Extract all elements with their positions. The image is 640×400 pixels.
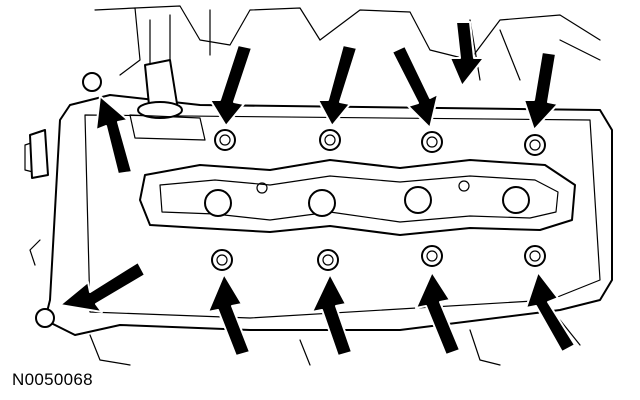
bolt [421, 245, 443, 267]
upper-bolts [82, 72, 546, 156]
arrow [415, 271, 461, 356]
bolt-arrows [59, 21, 576, 357]
bolt [319, 129, 341, 151]
arrow [449, 21, 485, 87]
spark-plug-holes [204, 180, 530, 217]
bolt [421, 131, 443, 153]
bolt [82, 72, 102, 92]
arrow [95, 95, 133, 175]
arrow [523, 51, 559, 131]
arrow [391, 45, 439, 129]
arrow [207, 273, 251, 357]
bolt [317, 249, 339, 271]
bolt [211, 249, 233, 271]
bolt [214, 129, 236, 151]
bolt [524, 134, 546, 156]
oil-filler-cap [29, 59, 206, 179]
lower-engine-parts [89, 319, 581, 366]
lower-bolts [35, 245, 546, 328]
arrow [209, 44, 253, 127]
arrow [525, 271, 576, 353]
bolt [524, 245, 546, 267]
arrow [311, 273, 353, 357]
bolt [35, 308, 55, 328]
arrow [317, 44, 358, 127]
figure-id-label: N0050068 [12, 370, 93, 389]
arrow [59, 261, 146, 313]
